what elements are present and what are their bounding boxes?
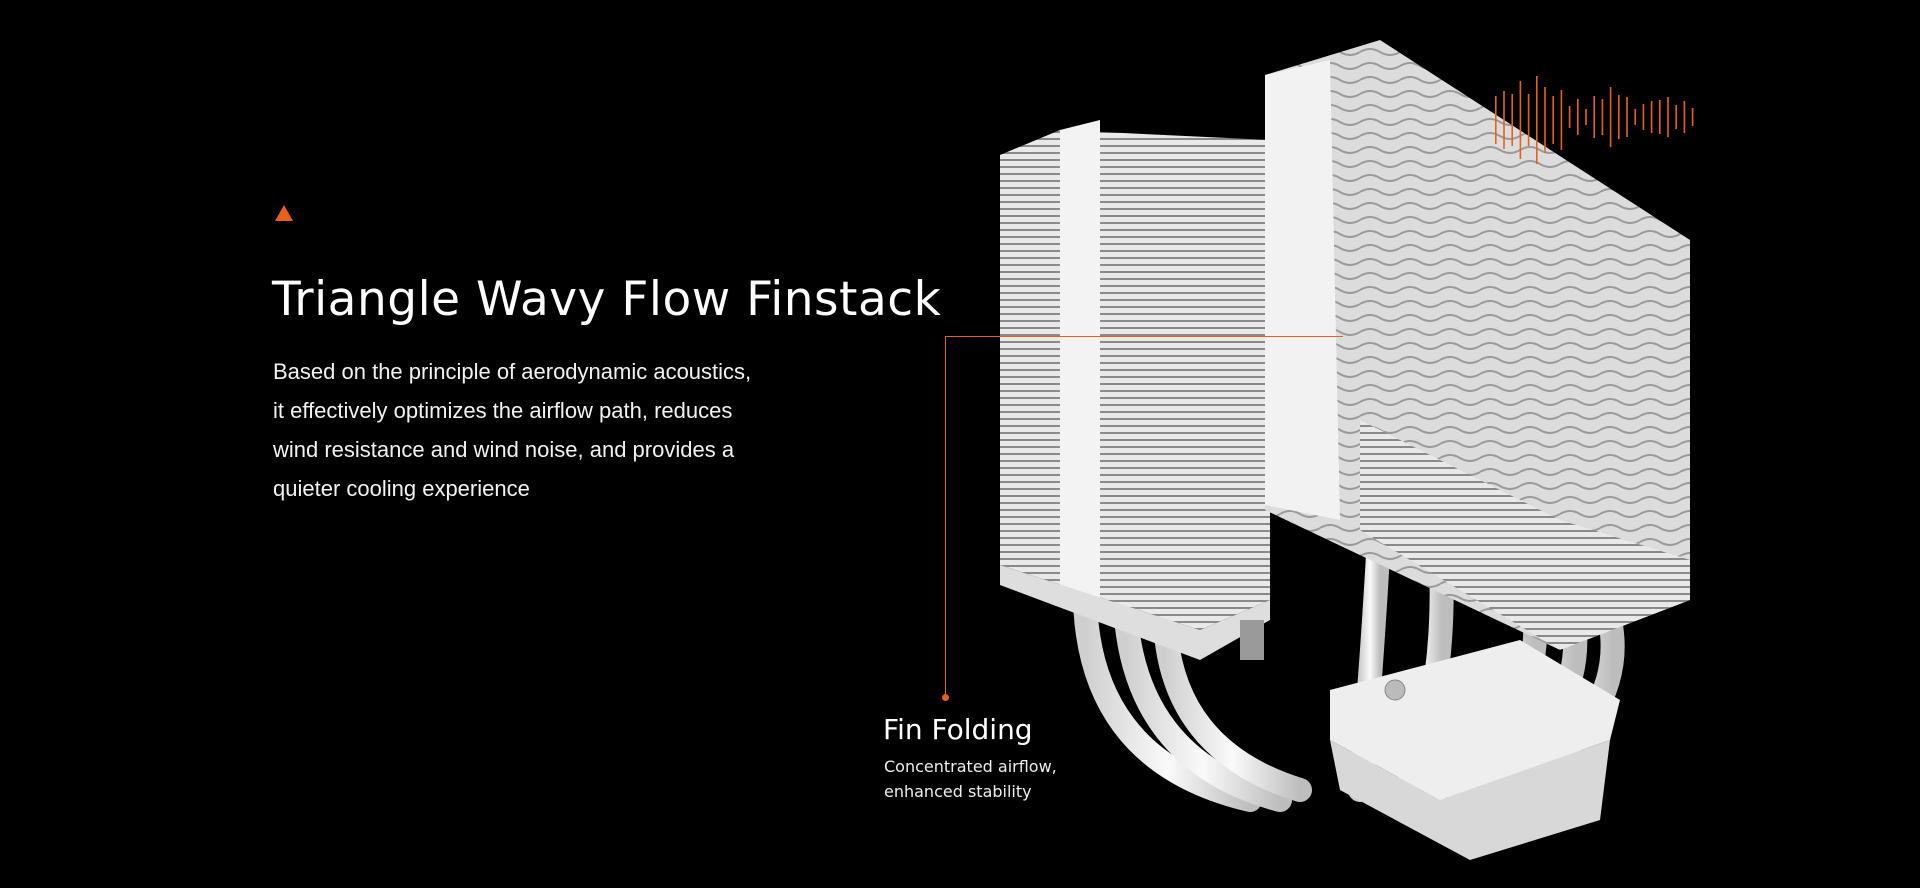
callout-line-vertical (945, 336, 946, 697)
sound-wave-bar (1609, 87, 1612, 147)
sound-wave-bar (1618, 95, 1620, 139)
callout-line: enhanced stability (884, 782, 1032, 801)
callout-line-horizontal (945, 336, 1343, 337)
description-line: it effectively optimizes the airflow pat… (273, 398, 733, 423)
sound-wave-bar (1642, 104, 1645, 130)
sound-wave-graphic (1495, 76, 1694, 164)
triangle-accent-icon (275, 205, 293, 221)
sound-wave-bar (1675, 105, 1677, 129)
section-description: Based on the principle of aerodynamic ac… (273, 352, 873, 508)
sound-wave-bar (1601, 99, 1604, 135)
sound-wave-bar (1691, 108, 1694, 126)
description-line: Based on the principle of aerodynamic ac… (273, 359, 752, 384)
sound-wave-bar (1560, 90, 1563, 150)
sound-wave-bar (1511, 94, 1513, 146)
description-line: wind resistance and wind noise, and prov… (273, 437, 735, 462)
description-line: quieter cooling experience (273, 476, 530, 501)
sound-wave-bar (1519, 81, 1522, 159)
sound-wave-bar (1527, 94, 1530, 146)
sound-wave-bar (1650, 101, 1653, 133)
sound-wave-bar (1626, 97, 1628, 137)
sound-wave-bar (1585, 109, 1587, 125)
sound-wave-bar (1683, 101, 1686, 133)
sound-wave-bar (1634, 109, 1636, 125)
callout-dot (942, 694, 949, 701)
callout-title: Fin Folding (883, 713, 1033, 746)
sound-wave-bar (1503, 91, 1505, 149)
section-title: Triangle Wavy Flow Finstack (272, 272, 942, 327)
sound-wave-bar (1659, 100, 1661, 134)
sound-wave-bar (1544, 87, 1546, 153)
sound-wave-bar (1593, 96, 1595, 138)
sound-wave-bar (1667, 97, 1669, 137)
sound-wave-bar (1552, 96, 1554, 144)
sound-wave-bar (1577, 99, 1579, 135)
callout-line: Concentrated airflow, (884, 757, 1057, 776)
sound-wave-bar (1495, 96, 1497, 144)
callout-description: Concentrated airflow, enhanced stability (884, 754, 1057, 804)
sound-wave-bar (1536, 76, 1538, 164)
sound-wave-bar (1568, 106, 1571, 128)
